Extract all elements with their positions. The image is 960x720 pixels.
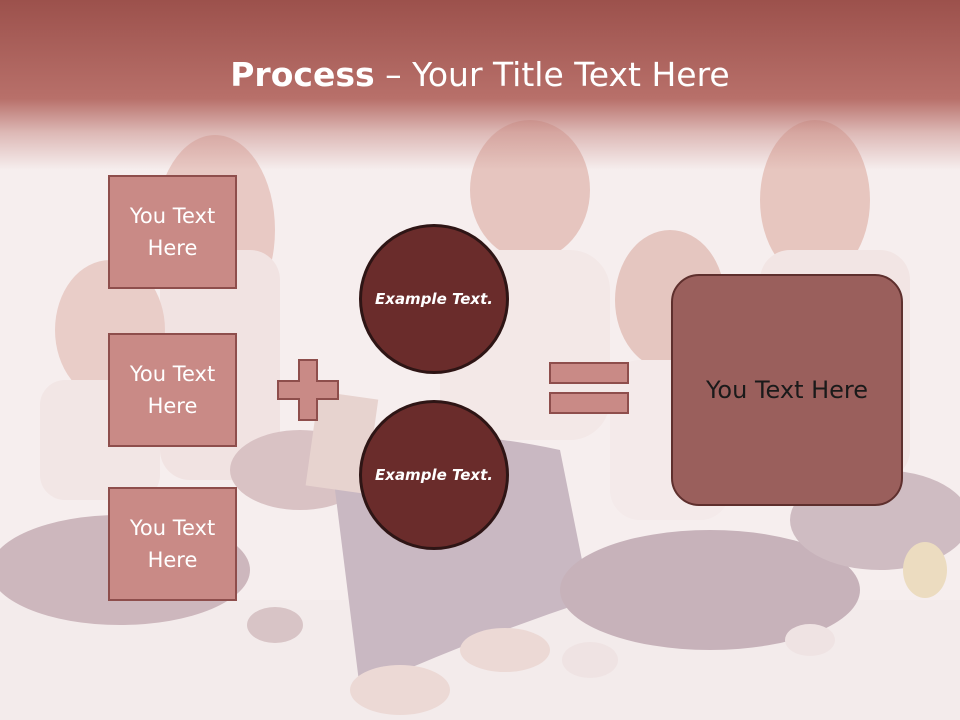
plus-icon <box>277 359 339 421</box>
equals-icon <box>549 362 629 414</box>
input-box-2[interactable]: You Text Here <box>108 333 237 447</box>
example-circle-1[interactable]: Example Text. <box>359 224 509 374</box>
title-bold: Process <box>230 55 375 94</box>
input-box-1[interactable]: You Text Here <box>108 175 237 289</box>
result-box[interactable]: You Text Here <box>671 274 903 506</box>
title-rest: – Your Title Text Here <box>374 55 730 94</box>
title-band <box>0 0 960 170</box>
input-box-3[interactable]: You Text Here <box>108 487 237 601</box>
slide-title[interactable]: Process – Your Title Text Here <box>0 52 960 98</box>
example-circle-2[interactable]: Example Text. <box>359 400 509 550</box>
